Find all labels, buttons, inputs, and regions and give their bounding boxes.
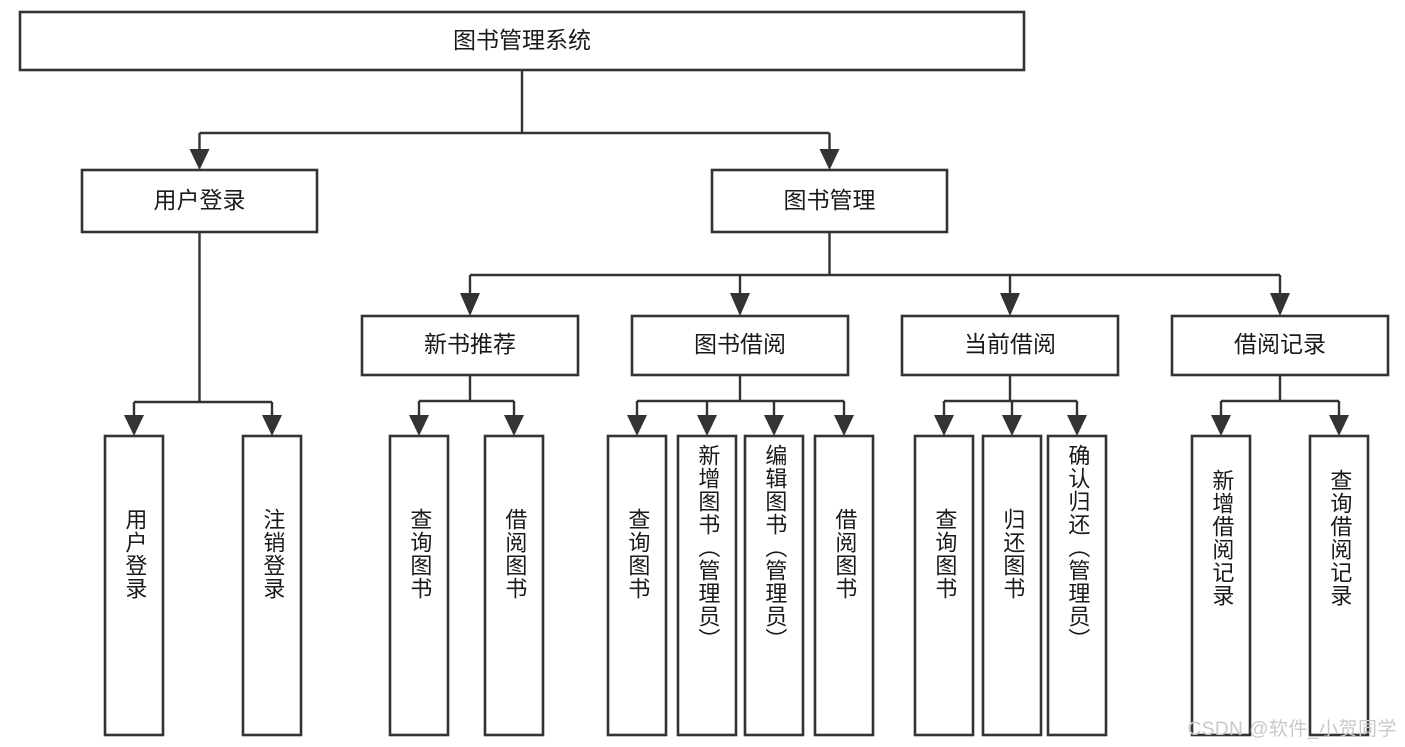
arrow-icon-leaf-7 <box>764 415 784 436</box>
node-root[interactable]: 图书管理系统 <box>18 10 1026 72</box>
node-book-borrow[interactable]: 图书借阅 <box>630 314 850 377</box>
arrow-icon-book-manage <box>819 149 840 170</box>
node-user-login[interactable]: 用户登录 <box>80 168 319 234</box>
node-book-borrow-box <box>630 314 850 377</box>
node-borrow-record-label: 借阅记录 <box>1234 331 1326 357</box>
watermark-text: CSDN @软件_小贺同学 <box>1187 719 1397 740</box>
leaf-box-layer <box>103 434 1370 737</box>
leaf-box-query-book-3[interactable] <box>913 434 975 737</box>
leaf-box-query-book-2[interactable] <box>606 434 668 737</box>
node-new-book-recommend-box <box>360 314 580 377</box>
leaf-box-add-book-admin[interactable] <box>676 434 738 737</box>
node-book-manage-label: 图书管理 <box>784 187 876 213</box>
leaf-box-add-borrow-record[interactable] <box>1190 434 1252 737</box>
node-borrow-record[interactable]: 借阅记录 <box>1170 314 1390 377</box>
leaf-box-logout-login[interactable] <box>241 434 303 737</box>
node-borrow-record-box <box>1170 314 1390 377</box>
arrow-icon-leaf-5 <box>627 415 647 436</box>
arrow-icon-user-login <box>189 149 210 170</box>
leaf-box-return-book[interactable] <box>981 434 1043 737</box>
arrowhead-layer <box>124 149 1349 436</box>
node-current-borrow-label: 当前借阅 <box>964 331 1056 357</box>
node-book-borrow-label: 图书借阅 <box>694 331 786 357</box>
node-root-box <box>18 10 1026 72</box>
node-new-book-recommend-label: 新书推荐 <box>424 331 516 357</box>
arrow-icon-leaf-11 <box>1067 415 1087 436</box>
arrow-icon-new-book <box>460 293 480 316</box>
arrow-icon-current-borrow <box>1000 293 1020 316</box>
arrow-icon-leaf-4 <box>504 415 524 436</box>
node-user-login-label: 用户登录 <box>154 187 246 213</box>
leaf-box-query-book-1[interactable] <box>388 434 450 737</box>
node-book-manage-box <box>710 168 949 234</box>
node-book-manage[interactable]: 图书管理 <box>710 168 949 234</box>
arrow-icon-leaf-8 <box>834 415 854 436</box>
arrow-icon-leaf-9 <box>934 415 954 436</box>
leaf-box-borrow-book-1[interactable] <box>483 434 545 737</box>
arrow-icon-book-borrow <box>730 293 750 316</box>
leaf-box-edit-book-admin[interactable] <box>743 434 805 737</box>
arrow-icon-leaf-3 <box>409 415 429 436</box>
arrow-icon-borrow-record <box>1270 293 1290 316</box>
node-new-book-recommend[interactable]: 新书推荐 <box>360 314 580 377</box>
leaf-box-query-borrow-record[interactable] <box>1308 434 1370 737</box>
leaf-box-user-login[interactable] <box>103 434 165 737</box>
arrow-icon-leaf-12 <box>1211 415 1231 436</box>
leaf-box-confirm-return-admin[interactable] <box>1046 434 1108 737</box>
arrow-icon-leaf-2 <box>262 415 282 436</box>
node-user-login-box <box>80 168 319 234</box>
arrow-icon-leaf-1 <box>124 415 144 436</box>
node-root-label: 图书管理系统 <box>453 27 591 53</box>
arrow-icon-leaf-10 <box>1002 415 1022 436</box>
node-current-borrow-box <box>900 314 1120 377</box>
arrow-icon-leaf-6 <box>697 415 717 436</box>
arrow-icon-leaf-13 <box>1329 415 1349 436</box>
leaf-box-borrow-book-2[interactable] <box>813 434 875 737</box>
node-current-borrow[interactable]: 当前借阅 <box>900 314 1120 377</box>
